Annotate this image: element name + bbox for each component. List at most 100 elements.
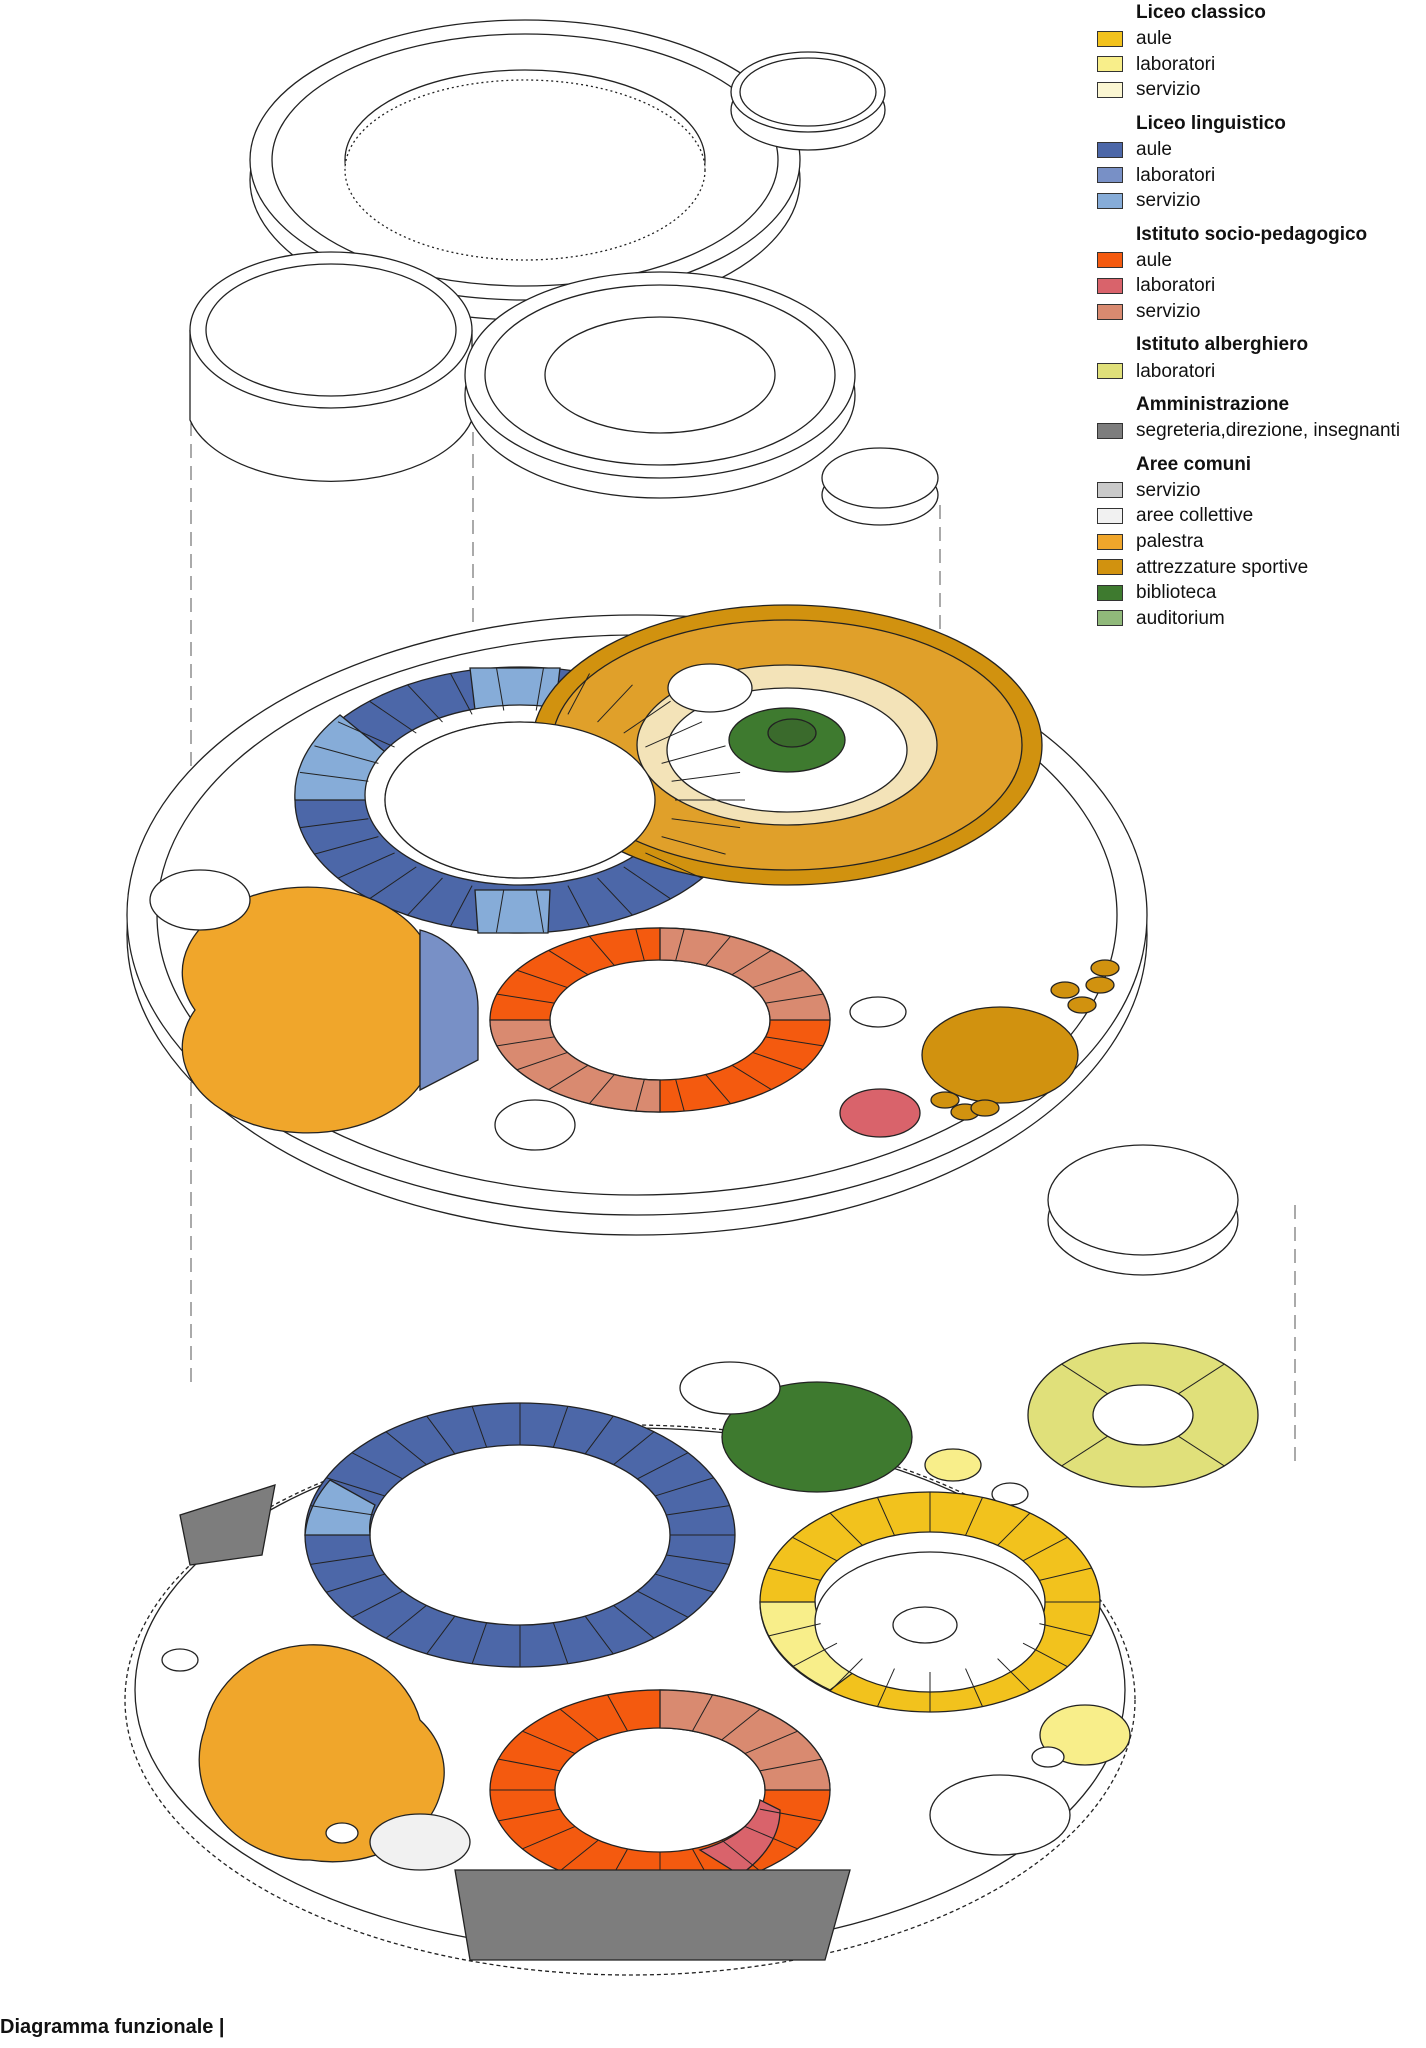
legend-item: palestra	[1097, 529, 1426, 555]
socio-lab-disc	[839, 1088, 921, 1138]
caption: Diagramma funzionale |	[0, 2016, 225, 2038]
legend-item: biblioteca	[1097, 580, 1426, 606]
socio-servizio-wedge-bottom	[489, 1019, 661, 1113]
socio-room-dividers	[490, 928, 830, 1112]
legend-swatch	[1097, 192, 1123, 209]
legend-item-label: segreteria,direzione, insegnanti	[1136, 420, 1401, 442]
administration-block	[454, 1869, 851, 1961]
sport-pod-0	[1050, 981, 1080, 999]
round-void-left	[494, 1099, 576, 1151]
legend-item: aule	[1097, 26, 1426, 52]
legend-swatch	[1097, 141, 1123, 158]
vent-icon-lower-right	[1031, 1746, 1065, 1768]
socio-servizio-wedge-top	[659, 927, 831, 1021]
legend-item-label: aule	[1136, 139, 1172, 161]
sport-court-disc	[921, 1006, 1079, 1104]
linguistico-room-dividers	[295, 667, 745, 933]
vent-icon-left	[161, 1648, 199, 1672]
legend-swatch	[1097, 167, 1123, 184]
palestra-ground	[198, 1644, 445, 1863]
small-round-roof-top	[730, 51, 886, 151]
legend-item-label: servizio	[1136, 301, 1201, 323]
skylight-grid-top	[667, 663, 753, 713]
legend-group-title: Liceo classico	[1136, 2, 1266, 23]
legend-swatch	[1097, 277, 1123, 294]
legend-swatch	[1097, 559, 1123, 576]
linguistico-ground-dividers	[305, 1403, 735, 1667]
legend-item-label: biblioteca	[1136, 582, 1217, 604]
alberghiero-roof-top	[1047, 1144, 1239, 1256]
legend-swatch	[1097, 30, 1123, 47]
notch-top	[679, 1361, 781, 1415]
legend-item-label: aree collettive	[1136, 505, 1254, 527]
legend-group-title: Istituto socio-pedagogico	[1136, 223, 1368, 245]
classico-ground-dividers	[760, 1492, 1100, 1712]
legend-item: laboratori	[1097, 358, 1426, 384]
alberghiero-dividers	[1061, 1363, 1225, 1467]
round-void-center	[849, 996, 907, 1028]
medium-ring-roof	[464, 271, 856, 499]
large-ring-roof	[249, 19, 801, 321]
legend-item: laboratori	[1097, 162, 1426, 188]
legend-item: servizio	[1097, 299, 1426, 325]
legend-item: servizio	[1097, 77, 1426, 103]
legend-item: laboratori	[1097, 273, 1426, 299]
legend-item-label: laboratori	[1136, 275, 1216, 297]
legend-item: aule	[1097, 248, 1426, 274]
legend-item: laboratori	[1097, 52, 1426, 78]
legend-item: segreteria,direzione, insegnanti	[1097, 418, 1426, 444]
sport-pod-4	[930, 1091, 960, 1109]
legend-swatch	[1097, 482, 1123, 499]
socio-lab-ground	[698, 1799, 781, 1876]
cylinder-roof	[189, 251, 473, 482]
legend-swatch	[1097, 56, 1123, 73]
legend-swatch	[1097, 584, 1123, 601]
legend-item: aree collettive	[1097, 503, 1426, 529]
legend-swatch	[1097, 81, 1123, 98]
sport-pod-1	[1067, 996, 1097, 1014]
legend-item-label: laboratori	[1136, 164, 1216, 186]
collective-disc	[369, 1813, 471, 1871]
linguistico-servizio-ground	[304, 1479, 376, 1536]
administration-small-block	[179, 1484, 276, 1566]
socio-ground-dividers	[490, 1690, 830, 1890]
legend-swatch	[1097, 303, 1123, 320]
legend-item: servizio	[1097, 478, 1426, 504]
legend-item: aule	[1097, 137, 1426, 163]
legend-group: Istituto socio-pedagogico aule laboratori s…	[1097, 222, 1426, 325]
sport-pod-6	[970, 1099, 1000, 1117]
legend-item: auditorium	[1097, 606, 1426, 632]
legend-item-label: aule	[1136, 28, 1172, 50]
legend-group-title: Amministrazione	[1136, 393, 1290, 415]
yellow-lab-disc-small	[1039, 1704, 1131, 1766]
legend-item: attrezzature sportive	[1097, 554, 1426, 580]
biblioteca-ground	[721, 1381, 913, 1493]
legend-group-title: Istituto alberghiero	[1136, 334, 1309, 356]
legend-group: Liceo linguistico aule laboratori servizio	[1097, 111, 1426, 214]
socio-servizio-ground	[659, 1689, 831, 1791]
legend-swatch	[1097, 610, 1123, 627]
legend-swatch	[1097, 533, 1123, 550]
biblioteca-stair	[767, 718, 817, 748]
legend-swatch	[1097, 507, 1123, 524]
legend-swatch	[1097, 252, 1123, 269]
legend-item: servizio	[1097, 188, 1426, 214]
yellow-lab-disc	[924, 1448, 982, 1482]
sport-pod-3	[1090, 959, 1120, 977]
legend-swatch	[1097, 422, 1123, 439]
round-void-bottom-right	[929, 1774, 1071, 1856]
legend-item-label: servizio	[1136, 479, 1201, 501]
small-round-roof-bottom	[821, 447, 939, 526]
linguistico-courtyard	[384, 721, 656, 879]
legend-group-title: Liceo linguistico	[1136, 112, 1286, 134]
skylight-grid-left	[149, 869, 251, 931]
legend-item-label: servizio	[1136, 79, 1201, 101]
linguistico-labs-wedge	[419, 929, 479, 1092]
legend-item-label: aule	[1136, 249, 1172, 271]
legend-item-label: servizio	[1136, 190, 1201, 212]
sport-pod-2	[1085, 976, 1115, 994]
